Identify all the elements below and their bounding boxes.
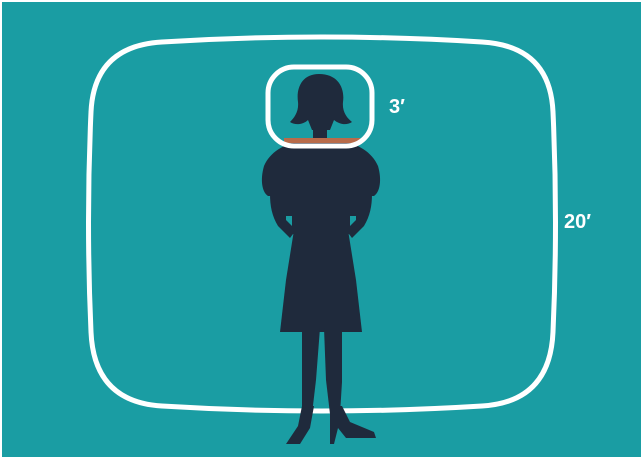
overlap-band	[284, 138, 360, 143]
large-frame-label: 20′	[564, 211, 591, 233]
small-frame-label: 3′	[389, 96, 405, 118]
